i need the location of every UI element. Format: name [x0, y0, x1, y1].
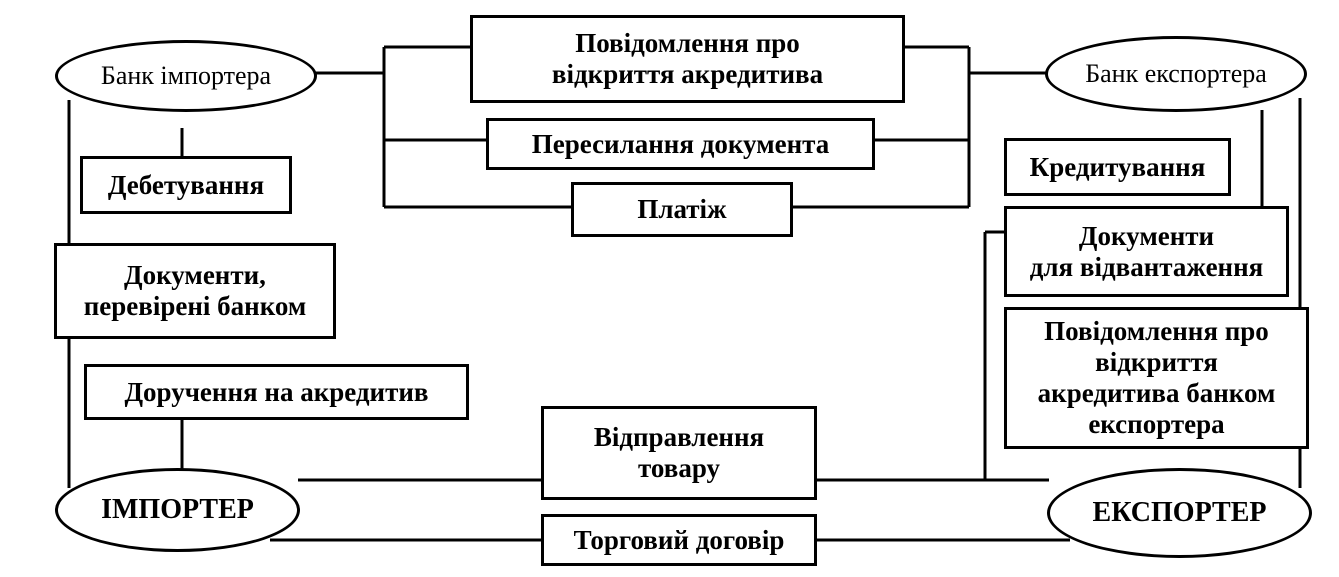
importer-node: ІМПОРТЕР [55, 468, 300, 552]
bank-exporter-node: Банк експортера [1045, 36, 1307, 112]
payment-box: Платіж [571, 182, 793, 237]
bank-importer-node: Банк імпортера [55, 40, 317, 112]
notice-opening-box: Повідомлення про відкриття акредитива [470, 15, 905, 103]
exporter-label: ЕКСПОРТЕР [1092, 497, 1267, 528]
docs-shipment-box: Документи для відвантаження [1004, 206, 1289, 297]
lc-order-box: Доручення на акредитив [84, 364, 469, 420]
bank-importer-label: Банк імпортера [100, 61, 272, 90]
doc-forwarding-box: Пересилання документа [486, 118, 875, 170]
debiting-box: Дебетування [80, 156, 292, 214]
goods-dispatch-box: Відправлення товару [541, 406, 817, 500]
exporter-node: ЕКСПОРТЕР [1047, 468, 1312, 558]
trade-contract-box: Торговий договір [541, 514, 817, 566]
bank-exporter-label: Банк експортера [1085, 59, 1267, 88]
crediting-box: Кредитування [1004, 138, 1231, 196]
importer-label: ІМПОРТЕР [101, 494, 254, 525]
notice-opening-exporter-box: Повідомлення про відкриття акредитива ба… [1004, 307, 1309, 449]
docs-checked-box: Документи, перевірені банком [54, 243, 336, 339]
